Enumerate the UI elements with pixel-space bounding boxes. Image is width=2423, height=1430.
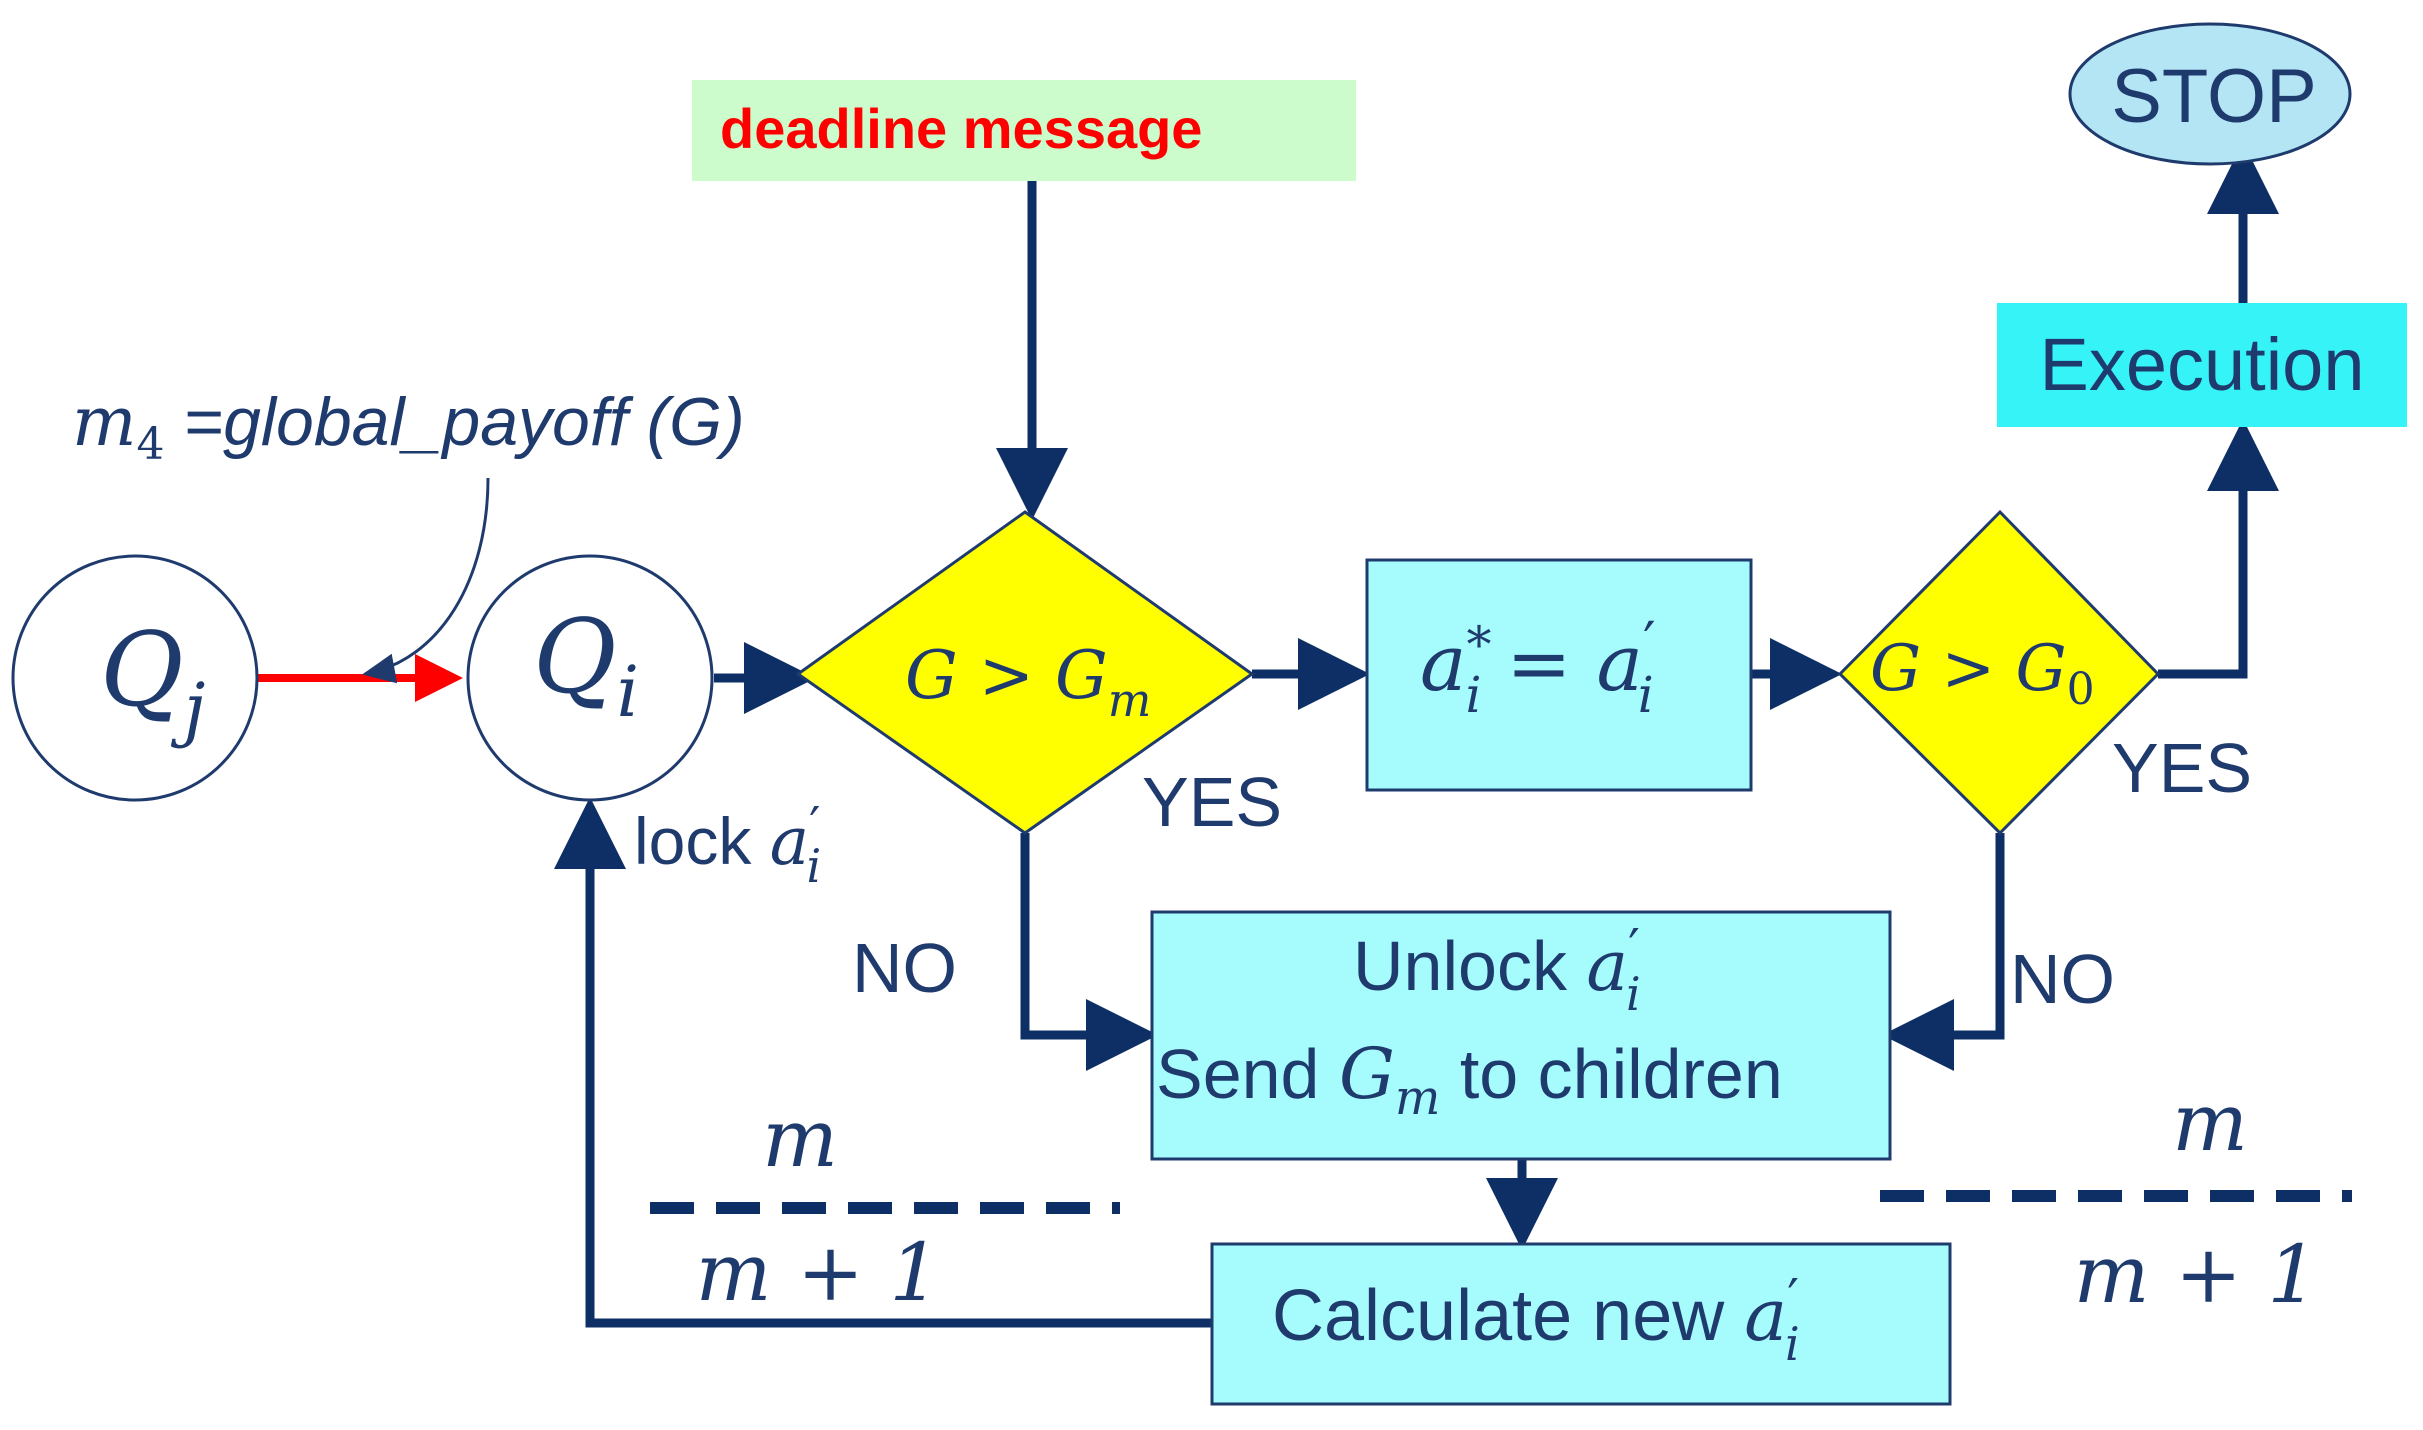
decision-gm-label: G > Gm bbox=[905, 637, 1151, 727]
fraction-left: m m + 1 bbox=[650, 1092, 1120, 1319]
lock-var: a bbox=[770, 803, 809, 880]
send-pre: Send bbox=[1156, 1035, 1339, 1113]
unlock-text: Unlock bbox=[1353, 927, 1586, 1005]
execution-label: Execution bbox=[2040, 323, 2365, 406]
arrow-decision2-no-to-unlock bbox=[1882, 833, 2005, 1071]
qi-sub: i bbox=[617, 651, 639, 733]
deadline-message-label: deadline message bbox=[720, 97, 1202, 160]
message-var-sub: 4 bbox=[136, 419, 164, 470]
deadline-message-box: deadline message bbox=[692, 80, 1356, 181]
calc-var: a bbox=[1744, 1273, 1787, 1357]
decision-gm-lhs: G > G bbox=[905, 637, 1108, 714]
message-rest: =global_payoff (G) bbox=[164, 384, 744, 460]
calc-text: Calculate new bbox=[1272, 1276, 1744, 1356]
assign-op: = bbox=[1482, 619, 1597, 709]
lock-prime: ′ bbox=[809, 796, 820, 854]
unlock-prime: ′ bbox=[1628, 919, 1640, 979]
unlock-sub: i bbox=[1626, 967, 1641, 1021]
assign-rhs-sub: i bbox=[1638, 666, 1654, 724]
fraction-left-top: m bbox=[762, 1092, 838, 1185]
lock-text: lock bbox=[634, 804, 770, 878]
fraction-right-bottom: m + 1 bbox=[2074, 1228, 2319, 1321]
execution-box: Execution bbox=[1997, 303, 2407, 427]
arrow-decision-no-to-unlock bbox=[1020, 833, 1158, 1071]
unlock-line-2: Send Gm to children bbox=[1156, 1033, 1783, 1126]
unlock-line-1: Unlock a′i bbox=[1353, 919, 1641, 1021]
qi-base: Q bbox=[533, 598, 617, 717]
send-post: to children bbox=[1440, 1035, 1782, 1113]
assign-lhs-sub: i bbox=[1466, 666, 1482, 724]
arrow-message-to-link bbox=[362, 477, 490, 684]
decision-g-gt-g0: G > G0 bbox=[1837, 509, 2161, 836]
arrow-calc-to-qi bbox=[554, 797, 1212, 1328]
qi-label: Qi bbox=[533, 598, 639, 733]
calc-prime: ′ bbox=[1787, 1269, 1799, 1329]
lock-sub: i bbox=[806, 839, 821, 893]
assign-rhs-prime: ′ bbox=[1643, 611, 1656, 676]
stop-label: STOP bbox=[2111, 54, 2317, 139]
send-sub: m bbox=[1395, 1070, 1441, 1126]
arrow-decision2-yes-to-execution bbox=[2158, 419, 2279, 679]
qj-label: Qj bbox=[100, 611, 205, 750]
decision-g0-label: G > G0 bbox=[1870, 632, 2095, 715]
yes-label-left: YES bbox=[1142, 763, 1282, 841]
node-qj: Qj bbox=[11, 554, 259, 802]
assign-lhs: a bbox=[1420, 619, 1467, 709]
stop-terminal: STOP bbox=[2068, 22, 2352, 166]
calc-label: Calculate new a′i bbox=[1272, 1269, 1800, 1371]
connectors bbox=[258, 142, 2279, 1328]
assign-box: a*i = a′i bbox=[1365, 558, 1753, 792]
unlock-box: Unlock a′i Send Gm to children bbox=[1150, 910, 1892, 1161]
fraction-left-bottom: m + 1 bbox=[696, 1226, 941, 1319]
decision-g-gt-gm: G > Gm bbox=[795, 510, 1255, 835]
node-qi: Qi bbox=[466, 554, 714, 802]
assign-lhs-sup: * bbox=[1467, 616, 1492, 674]
no-label-right: NO bbox=[2010, 940, 2115, 1018]
decision-g0-lhs: G > G bbox=[1870, 632, 2067, 706]
lock-label: lock a′i bbox=[634, 796, 821, 893]
calculate-box: Calculate new a′i bbox=[1210, 1242, 1952, 1406]
fraction-right-top: m bbox=[2172, 1076, 2248, 1169]
calc-sub: i bbox=[1785, 1317, 1800, 1371]
unlock-var: a bbox=[1586, 925, 1628, 1007]
assign-label: a*i = a′i bbox=[1420, 611, 1656, 724]
assign-rhs: a bbox=[1596, 619, 1643, 709]
decision-gm-sub: m bbox=[1108, 673, 1152, 727]
yes-label-right: YES bbox=[2112, 729, 2252, 807]
decision-g0-sub: 0 bbox=[2067, 664, 2095, 715]
fraction-right: m m + 1 bbox=[1880, 1076, 2352, 1321]
send-var: G bbox=[1339, 1033, 1395, 1115]
qj-base: Q bbox=[100, 611, 184, 730]
message-label: m4 =global_payoff (G) bbox=[72, 383, 745, 470]
no-label-left: NO bbox=[852, 929, 957, 1007]
message-var: m bbox=[72, 383, 136, 462]
